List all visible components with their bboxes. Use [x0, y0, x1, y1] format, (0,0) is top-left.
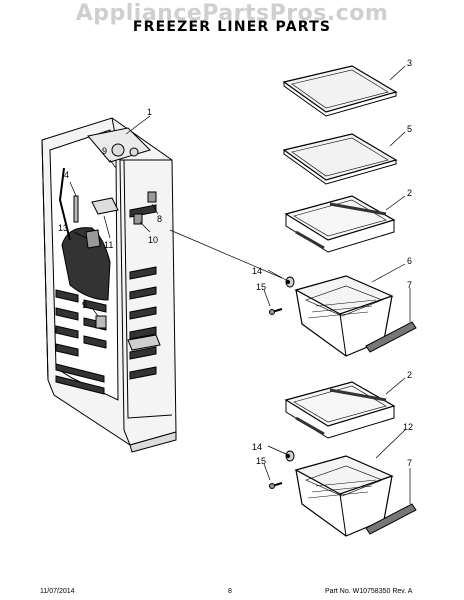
page-title: FREEZER LINER PARTS — [132, 19, 332, 35]
drawer-rail-lower — [365, 503, 417, 535]
callout-7-lower: 7 — [407, 458, 412, 468]
callout-9-upper: 9 — [102, 146, 107, 156]
callout-9-lower: 9 — [82, 300, 87, 310]
drawer-rail-upper — [365, 321, 417, 353]
callout-5: 5 — [407, 124, 412, 134]
screw-upper — [269, 308, 283, 315]
shelf-assembly-lower — [284, 381, 396, 439]
callout-4: 4 — [64, 170, 69, 180]
watermark-text: AppliancePartsPros.com — [75, 1, 389, 26]
leader-line — [169, 229, 283, 279]
footer-part-number: Part No. W10758350 Rev. A — [325, 588, 413, 595]
footer-page-number: 8 — [228, 588, 232, 595]
freezer-liner — [41, 117, 177, 453]
callout-15-lower: 15 — [256, 456, 266, 466]
callout-14-upper: 14 — [252, 266, 262, 276]
callout-2-upper: 2 — [407, 188, 412, 198]
callout-8: 8 — [157, 214, 162, 224]
roller-lower — [285, 450, 295, 462]
screw-lower — [269, 482, 283, 489]
callout-3: 3 — [407, 58, 412, 68]
roller-upper — [285, 276, 295, 288]
callout-10: 10 — [148, 235, 158, 245]
callout-leaders — [69, 65, 411, 504]
glass-shelf-3 — [282, 65, 398, 117]
callout-2-lower: 2 — [407, 370, 412, 380]
footer-date: 11/07/2014 — [40, 588, 75, 595]
callout-6: 6 — [407, 256, 412, 266]
callout-labels: 1 3 5 2 6 7 2 12 7 14 15 14 15 4 9 11 13… — [58, 58, 413, 468]
shelf-assembly-upper — [284, 195, 396, 253]
drawer-upper — [294, 275, 394, 357]
callout-13: 13 — [58, 223, 68, 233]
callout-11: 11 — [104, 240, 113, 250]
callout-7-upper: 7 — [407, 280, 412, 290]
callout-14-lower: 14 — [252, 442, 262, 452]
glass-shelf-5 — [282, 133, 398, 185]
small-parts — [73, 191, 157, 329]
drawer-lower — [294, 455, 394, 537]
callout-1: 1 — [147, 107, 152, 117]
callout-12: 12 — [403, 422, 413, 432]
callout-15-upper: 15 — [256, 282, 266, 292]
